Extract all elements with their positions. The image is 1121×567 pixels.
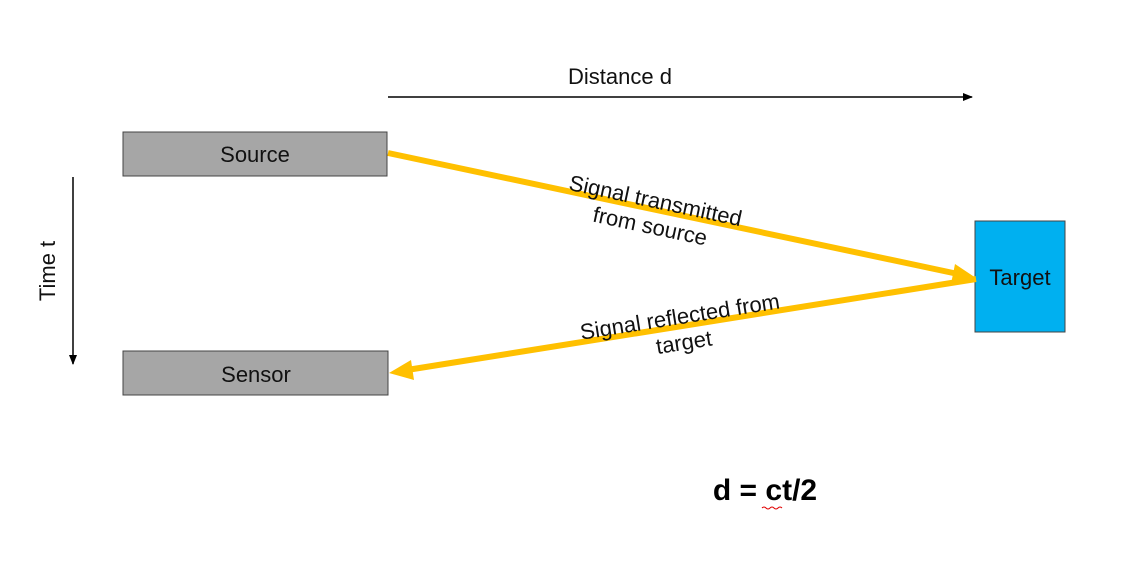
target-box: Target [974,220,1066,333]
transmitted-signal-text: Signal transmitted from source [567,170,744,250]
reflected-signal-text: Signal reflected from target [578,288,781,359]
distance-axis: Distance d [388,64,973,101]
formula: d = ct/2 [713,474,817,510]
sensor-label: Sensor [221,362,291,387]
source-box: Source [122,131,388,177]
target-label: Target [989,265,1050,290]
spellcheck-underline [761,506,783,510]
sensor-box: Sensor [122,350,389,396]
distance-label: Distance d [568,64,672,89]
time-label: Time t [35,241,60,301]
reflected-signal-arrow [389,276,977,380]
formula-text: d = ct/2 [713,474,817,507]
source-label: Source [220,142,290,167]
time-axis: Time t [35,177,77,365]
